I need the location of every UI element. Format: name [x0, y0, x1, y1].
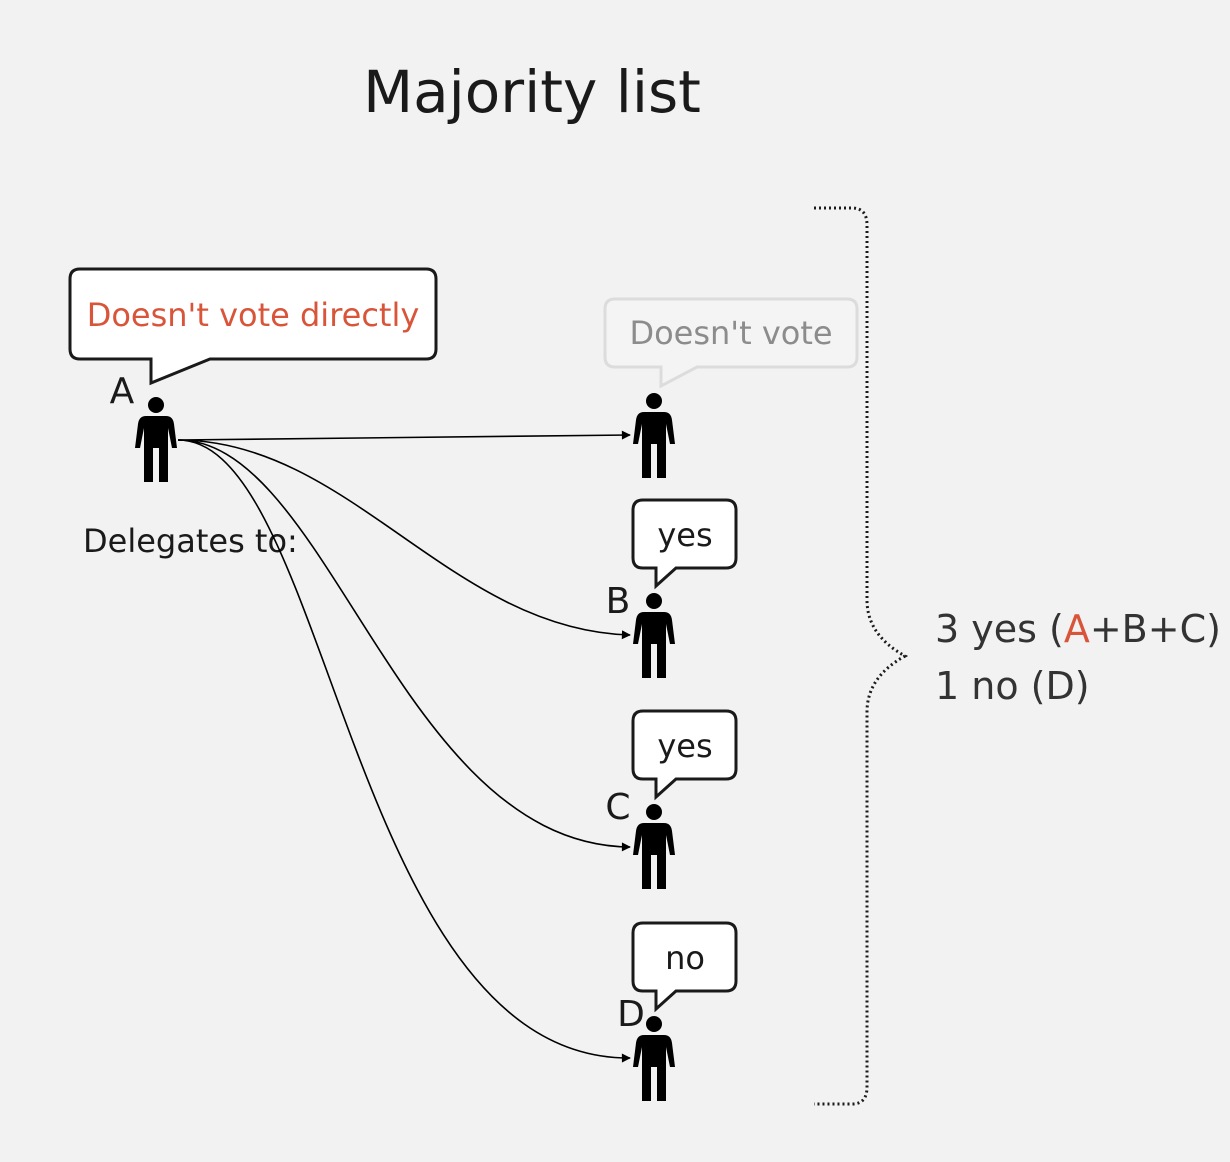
delegate-1-speech-bubble: Doesn't vote [603, 297, 859, 389]
voter-a-bubble-text: Doesn't vote directly [87, 296, 420, 334]
summary-yes-line: 3 yes (A+B+C) [935, 607, 1221, 651]
delegate-1-bubble-text: Doesn't vote [629, 314, 832, 352]
delegate-d-bubble-text: no [665, 939, 705, 977]
delegate-b-person-icon [633, 593, 675, 678]
grouping-brace [814, 206, 909, 1106]
delegates-to-caption: Delegates to: [83, 522, 298, 560]
delegate-b-label: B [606, 581, 631, 622]
delegate-c-person-icon [633, 804, 675, 889]
delegate-d-speech-bubble: no [631, 921, 738, 1013]
page-title: Majority list [363, 58, 701, 126]
delegate-d-label: D [617, 994, 645, 1035]
voter-a-speech-bubble: Doesn't vote directly [68, 267, 438, 386]
delegate-b-speech-bubble: yes [631, 498, 738, 590]
arrow-a-to-c [177, 439, 631, 852]
delegate-b-bubble-text: yes [657, 516, 712, 554]
arrow-a-to-delegate-1 [177, 430, 631, 441]
summary-no-line: 1 no (D) [935, 664, 1090, 708]
voter-a-label: A [110, 371, 135, 412]
delegate-c-label: C [605, 787, 630, 828]
delegation-arrows [177, 430, 631, 1063]
delegate-c-bubble-text: yes [657, 727, 712, 765]
voter-a-person-icon [135, 397, 177, 482]
delegate-c-speech-bubble: yes [631, 709, 738, 801]
delegate-1-person-icon [633, 393, 675, 478]
arrow-a-to-b [177, 439, 631, 640]
arrow-a-to-d [177, 439, 631, 1063]
